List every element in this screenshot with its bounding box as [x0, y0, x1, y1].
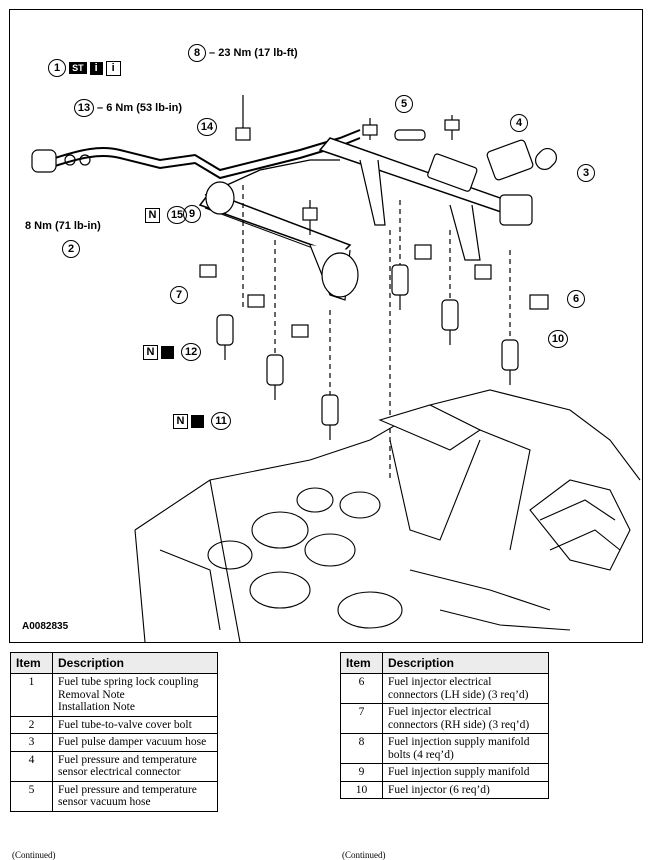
item-number: 3	[10, 733, 53, 752]
item-number: 2	[10, 715, 53, 734]
table-row: 3 Fuel pulse damper vacuum hose	[10, 733, 218, 752]
info-icon: i	[105, 61, 121, 76]
figure-id: A0082835	[22, 621, 69, 632]
item-number: 6	[340, 673, 383, 704]
continued-note-right: (Continued)	[342, 850, 386, 860]
item-number: 1	[10, 673, 53, 717]
table-row: 10 Fuel injector (6 req’d)	[340, 780, 549, 799]
callout-7: 7	[170, 286, 188, 304]
item-number: 7	[340, 703, 383, 734]
item-table-left: Item Description 1 Fuel tube spring lock…	[10, 652, 218, 812]
item-number: 5	[10, 780, 53, 812]
sealant-icon	[191, 414, 205, 428]
table-row: 1 Fuel tube spring lock coupling Removal…	[10, 673, 218, 717]
item-table-right: Item Description 6 Fuel injector electri…	[340, 652, 549, 799]
callout-3: 3	[577, 164, 595, 182]
callout-8: 8 – 23 Nm (17 lb-ft)	[188, 44, 298, 62]
manifold-bolts-drawing	[235, 95, 460, 235]
fuel-tube-drawing	[31, 129, 361, 180]
callout-2: 8 Nm (71 lb-in)	[25, 220, 101, 232]
item-description: Fuel injector (6 req’d)	[382, 780, 549, 799]
header-description: Description	[52, 652, 218, 674]
table-row: 5 Fuel pressure and temperature sensor v…	[10, 780, 218, 812]
item-description: Fuel pressure and temperature sensor ele…	[52, 750, 218, 782]
sealant-icon	[161, 345, 175, 359]
item-number: 4	[10, 750, 53, 782]
table-row: 4 Fuel pressure and temperature sensor e…	[10, 750, 218, 782]
info-icon: i	[89, 62, 103, 75]
item-number: 8	[340, 733, 383, 764]
table-row: 8 Fuel injection supply manifold bolts (…	[340, 733, 549, 764]
item-description: Fuel tube spring lock coupling Removal N…	[52, 673, 218, 717]
new-part-badge: N	[173, 414, 188, 429]
table-row: 7 Fuel injector electrical connectors (R…	[340, 703, 549, 734]
item-description: Fuel pressure and temperature sensor vac…	[52, 780, 218, 812]
callout-1: 1 ST i i	[48, 59, 121, 77]
table-header-row: Item Description	[10, 652, 218, 674]
callout-13: 13 – 6 Nm (53 lb-in)	[74, 99, 182, 117]
callout-5: 5	[395, 95, 413, 113]
header-description: Description	[382, 652, 549, 674]
callout-15: N 15	[145, 206, 188, 224]
sensor-drawing	[394, 129, 558, 226]
item-description: Fuel injection supply manifold	[382, 763, 549, 782]
item-description: Fuel tube-to-valve cover bolt	[52, 715, 218, 734]
fuel-rail-illustration	[31, 95, 641, 642]
header-item: Item	[340, 652, 383, 674]
callout-10: 10	[548, 330, 568, 348]
item-number: 10	[340, 780, 383, 799]
callout-9-number: 9	[183, 205, 201, 223]
table-row: 9 Fuel injection supply manifold	[340, 763, 549, 782]
supply-manifold-drawing	[198, 137, 522, 301]
item-description: Fuel injector electrical connectors (LH …	[382, 673, 549, 704]
callout-11: N 11	[173, 412, 232, 430]
new-part-badge: N	[145, 208, 160, 223]
callout-14: 14	[197, 118, 217, 136]
header-item: Item	[10, 652, 53, 674]
item-number: 9	[340, 763, 383, 782]
engine-drawing	[134, 389, 641, 642]
table-row: 6 Fuel injector electrical connectors (L…	[340, 673, 549, 704]
callout-4: 4	[510, 114, 528, 132]
table-row: 2 Fuel tube-to-valve cover bolt	[10, 715, 218, 734]
item-description: Fuel injection supply manifold bolts (4 …	[382, 733, 549, 764]
table-header-row: Item Description	[340, 652, 549, 674]
continued-note-left: (Continued)	[12, 850, 56, 860]
callout-12: N 12	[143, 343, 202, 361]
item-description: Fuel injector electrical connectors (RH …	[382, 703, 549, 734]
new-part-badge: N	[143, 345, 158, 360]
callout-6: 6	[567, 290, 585, 308]
special-tool-badge: ST	[69, 62, 87, 74]
injectors-drawing	[199, 185, 549, 480]
callout-2-number: 2	[62, 240, 80, 258]
item-description: Fuel pulse damper vacuum hose	[52, 733, 218, 752]
exploded-view-figure: 1 ST i i 8 – 23 Nm (17 lb-ft) 13 – 6 Nm …	[9, 9, 643, 643]
